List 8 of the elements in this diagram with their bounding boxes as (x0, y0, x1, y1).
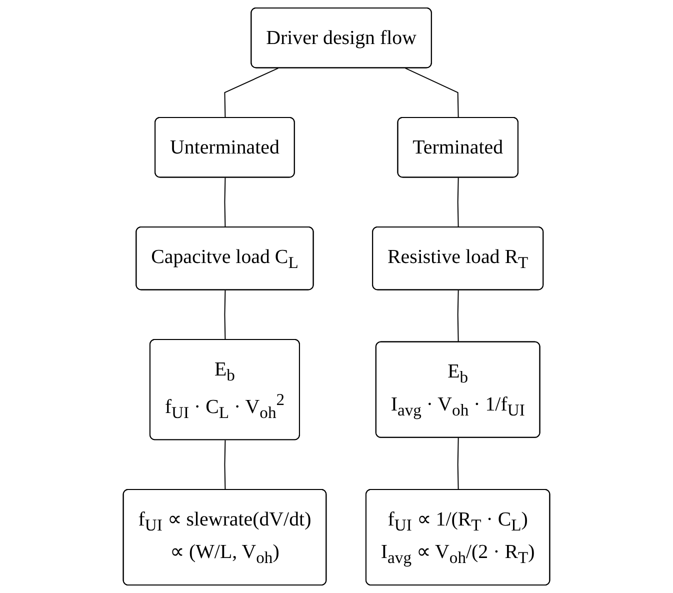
connector (224, 68, 279, 118)
connector (224, 177, 226, 228)
connector (457, 290, 459, 343)
connector (224, 290, 226, 340)
connector (404, 68, 459, 118)
connector (457, 437, 459, 490)
connector (224, 440, 226, 490)
connector (457, 177, 459, 228)
